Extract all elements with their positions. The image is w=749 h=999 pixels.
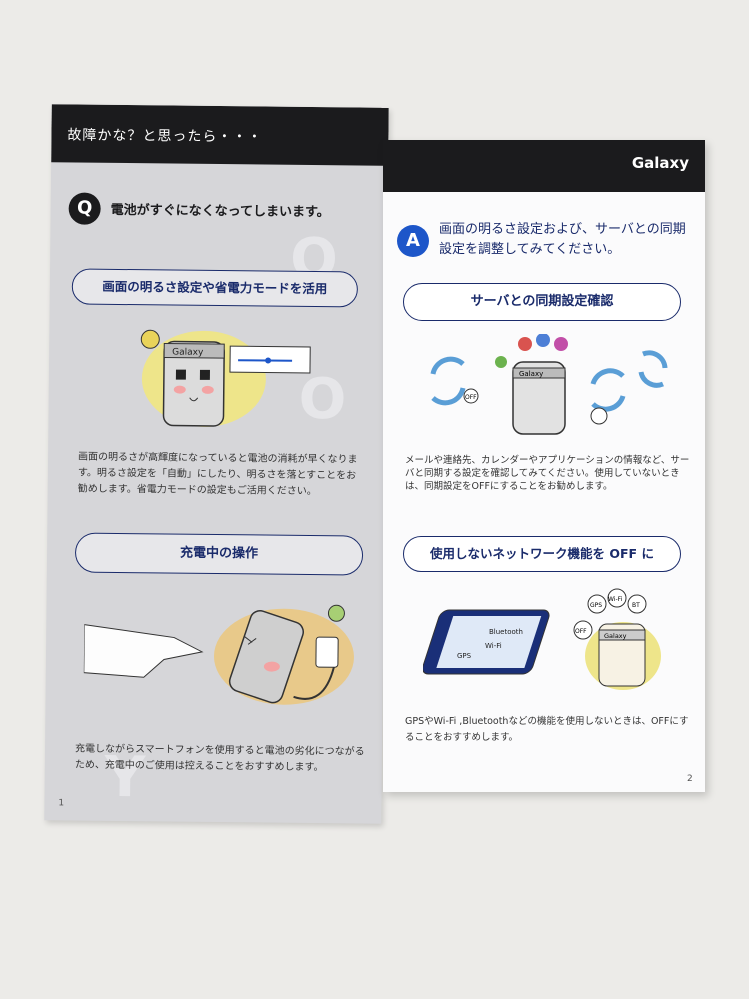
section-text-charging: 充電しながらスマートフォンを使用すると電池の劣化につながるため、充電中のご使用は…: [74, 743, 365, 774]
page-number-left: 1: [58, 798, 65, 809]
right-header-bar: Galaxy: [383, 140, 705, 192]
section-text-network: GPSやWi-Fi ,Bluetoothなどの機能を使用しないときは、OFFにす…: [405, 716, 689, 743]
section-title-brightness: 画面の明るさ設定や省電力モードを活用: [71, 268, 359, 308]
answer-icon: A: [397, 225, 429, 257]
svg-text:BT: BT: [632, 602, 640, 609]
phone-character-illustration: Galaxy: [140, 329, 311, 427]
question-icon: Q: [68, 192, 101, 225]
left-header-bar: 故障かな？と思ったら・・・: [51, 104, 389, 166]
section-title-charging: 充電中の操作: [74, 532, 364, 576]
illustration-label: Galaxy: [172, 348, 204, 358]
wifi-label: Wi-Fi: [485, 642, 502, 650]
bluetooth-label: Bluetooth: [489, 628, 523, 636]
question-text: 電池がすぐになくなってしまいます。: [110, 202, 330, 221]
svg-text:GPS: GPS: [590, 602, 602, 609]
network-features-illustration: Bluetooth Wi-Fi GPS GPS Wi-Fi BT OFF Gal…: [423, 588, 661, 690]
section-title-network: 使用しないネットワーク機能を OFF に: [403, 536, 681, 572]
left-page: O O Y 故障かな？と思ったら・・・ Q 電池がすぐになくなってしまいます。 …: [44, 104, 389, 824]
galaxy-brand-logo: Galaxy: [631, 154, 689, 172]
svg-text:OFF: OFF: [575, 628, 587, 635]
section-text-sync: メールや連絡先、カレンダーやアプリケーションの情報など、サーバと同期する設定を確…: [405, 455, 690, 492]
svg-text:Wi-Fi: Wi-Fi: [608, 596, 623, 603]
section-text-brightness: 画面の明るさが高輝度になっていると電池の消耗が早くなります。明るさ設定を「自動」…: [77, 451, 358, 498]
sync-settings-illustration: OFF Galaxy: [430, 334, 668, 435]
charging-hand-illustration: [83, 604, 354, 705]
off-label: OFF: [465, 394, 477, 401]
svg-text:Galaxy: Galaxy: [604, 632, 627, 640]
illustration-label: Galaxy: [519, 370, 543, 378]
answer-text: 画面の明るさ設定および、サーバとの同期設定を調整してみてください。: [439, 222, 686, 257]
page-number-right: 2: [687, 774, 693, 784]
right-page: Galaxy A 画面の明るさ設定および、サーバとの同期設定を調整してみてくださ…: [383, 140, 705, 792]
section-title-sync: サーバとの同期設定確認: [403, 283, 681, 321]
left-header-title: 故障かな？と思ったら・・・: [67, 127, 263, 146]
gps-label: GPS: [457, 652, 472, 660]
